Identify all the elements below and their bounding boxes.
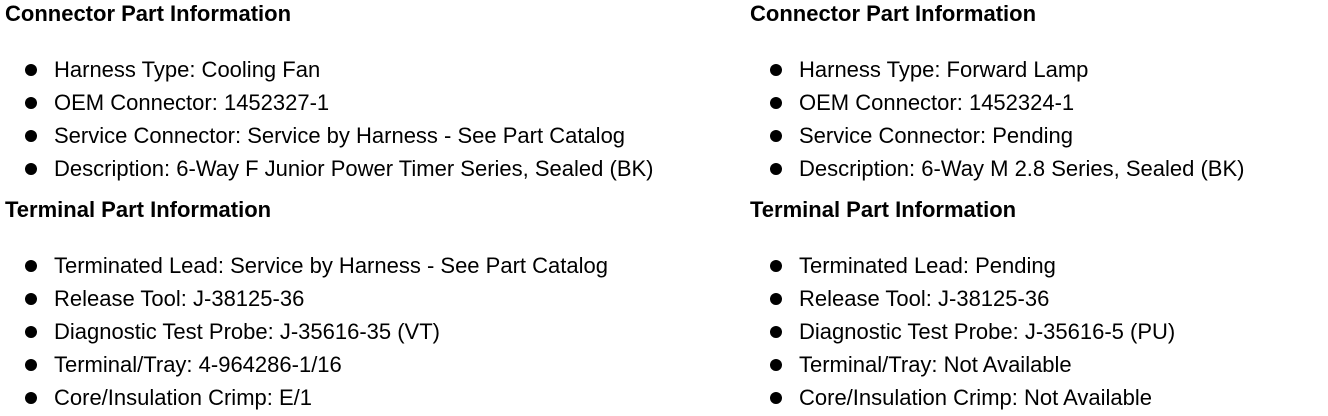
bullet-icon [25, 359, 37, 371]
list-item-text: Terminal/Tray: Not Available [799, 352, 1072, 377]
bullet-icon [770, 163, 782, 175]
terminal-info-list: Terminated Lead: Pending Release Tool: J… [750, 249, 1175, 414]
list-item-text: Harness Type: Cooling Fan [54, 57, 321, 82]
list-item: Diagnostic Test Probe: J-35616-5 (PU) [750, 315, 1175, 348]
list-item-text: Diagnostic Test Probe: J-35616-5 (PU) [799, 319, 1176, 344]
bullet-icon [770, 130, 782, 142]
connector-info-list: Harness Type: Forward Lamp OEM Connector… [750, 53, 1244, 185]
terminal-section-title: Terminal Part Information [750, 197, 1017, 222]
list-item: Terminal/Tray: Not Available [750, 348, 1175, 381]
bullet-icon [25, 392, 37, 404]
list-item: Harness Type: Forward Lamp [750, 53, 1244, 86]
list-item-text: OEM Connector: 1452327-1 [54, 90, 330, 115]
bullet-icon [25, 260, 37, 272]
list-item-text: Core/Insulation Crimp: E/1 [54, 385, 312, 410]
bullet-icon [25, 64, 37, 76]
list-item-text: Description: 6-Way M 2.8 Series, Sealed … [799, 156, 1245, 181]
bullet-icon [770, 326, 782, 338]
list-item-text: Terminal/Tray: 4-964286-1/16 [54, 352, 342, 377]
list-item: Core/Insulation Crimp: Not Available [750, 381, 1175, 414]
bullet-icon [25, 326, 37, 338]
list-item: Terminated Lead: Pending [750, 249, 1175, 282]
list-item-text: Service Connector: Service by Harness - … [54, 123, 626, 148]
bullet-icon [25, 97, 37, 109]
list-item-text: OEM Connector: 1452324-1 [799, 90, 1075, 115]
list-item: OEM Connector: 1452324-1 [750, 86, 1244, 119]
list-item: Harness Type: Cooling Fan [5, 53, 654, 86]
bullet-icon [770, 64, 782, 76]
bullet-icon [25, 293, 37, 305]
list-item-text: Diagnostic Test Probe: J-35616-35 (VT) [54, 319, 440, 344]
list-item-text: Release Tool: J-38125-36 [799, 286, 1050, 311]
bullet-icon [770, 260, 782, 272]
bullet-icon [770, 97, 782, 109]
list-item: Description: 6-Way M 2.8 Series, Sealed … [750, 152, 1244, 185]
list-item-text: Terminated Lead: Service by Harness - Se… [54, 253, 608, 278]
list-item: Service Connector: Pending [750, 119, 1244, 152]
list-item-text: Harness Type: Forward Lamp [799, 57, 1089, 82]
list-item: Terminal/Tray: 4-964286-1/16 [5, 348, 608, 381]
list-item-text: Release Tool: J-38125-36 [54, 286, 305, 311]
list-item: Terminated Lead: Service by Harness - Se… [5, 249, 608, 282]
terminal-info-list: Terminated Lead: Service by Harness - Se… [5, 249, 608, 414]
list-item: Release Tool: J-38125-36 [5, 282, 608, 315]
bullet-icon [770, 359, 782, 371]
list-item: Release Tool: J-38125-36 [750, 282, 1175, 315]
bullet-icon [25, 130, 37, 142]
list-item-text: Core/Insulation Crimp: Not Available [799, 385, 1152, 410]
bullet-icon [770, 293, 782, 305]
list-item-text: Service Connector: Pending [799, 123, 1073, 148]
list-item: OEM Connector: 1452327-1 [5, 86, 654, 119]
list-item: Service Connector: Service by Harness - … [5, 119, 654, 152]
list-item-text: Terminated Lead: Pending [799, 253, 1056, 278]
bullet-icon [770, 392, 782, 404]
terminal-section-title: Terminal Part Information [5, 197, 272, 222]
connector-info-list: Harness Type: Cooling Fan OEM Connector:… [5, 53, 654, 185]
bullet-icon [25, 163, 37, 175]
connector-section-title: Connector Part Information [750, 1, 1037, 26]
list-item: Diagnostic Test Probe: J-35616-35 (VT) [5, 315, 608, 348]
connector-section-title: Connector Part Information [5, 1, 292, 26]
list-item: Core/Insulation Crimp: E/1 [5, 381, 608, 414]
list-item: Description: 6-Way F Junior Power Timer … [5, 152, 654, 185]
list-item-text: Description: 6-Way F Junior Power Timer … [54, 156, 654, 181]
